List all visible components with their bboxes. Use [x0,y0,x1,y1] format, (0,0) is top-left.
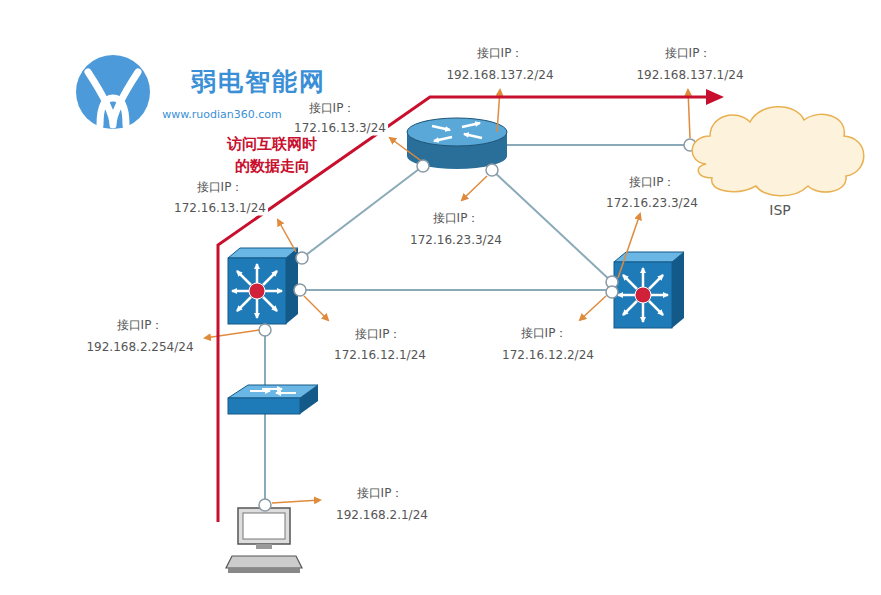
node-label: ISP [688,202,872,219]
interface-ip: 172.16.12.2/24 [500,348,596,363]
interface-title: 接口IP： [627,175,678,190]
interface-title: 接口IP： [307,101,358,116]
interface-title: 接口IP： [115,318,166,333]
l3-switch-icon [614,252,684,328]
interface-ip: 172.16.12.1/24 [332,348,428,363]
interface-ip: 192.168.2.1/24 [334,508,430,523]
access-switch-icon [228,385,318,414]
watermark: www.ruodian360.com [160,108,283,121]
interface-title: 接口IP： [355,486,406,501]
interface-ip: 192.168.137.1/24 [634,68,745,83]
watermark: 弱电智能网 [189,67,328,97]
interface-title: 接口IP： [663,46,714,61]
interface-ip: 172.16.23.3/24 [408,233,504,248]
interface-title: 接口IP： [475,46,526,61]
interface-ip: 192.168.137.2/24 [444,68,555,83]
interface-title: 接口IP： [353,327,404,342]
leader-arrows [205,90,690,503]
interface-title: 接口IP： [431,211,482,226]
logo-glyph [88,72,138,125]
logo-mark [76,55,150,129]
data-path-arrowhead [706,89,724,105]
path-note: 访问互联网时 [225,135,319,153]
pc-icon [226,508,302,573]
data-path [218,97,708,522]
cloud-node: ISP [688,102,872,222]
l3-switch-icon [228,248,298,324]
interface-ip: 172.16.13.3/24 [292,121,388,136]
interface-ip: 172.16.23.3/24 [604,196,700,211]
interface-ip: 192.168.2.254/24 [84,340,195,355]
path-note: 的数据走向 [233,157,312,175]
interface-ip: 172.16.13.1/24 [172,201,268,216]
interface-title: 接口IP： [519,326,570,341]
interface-title: 接口IP： [195,180,246,195]
